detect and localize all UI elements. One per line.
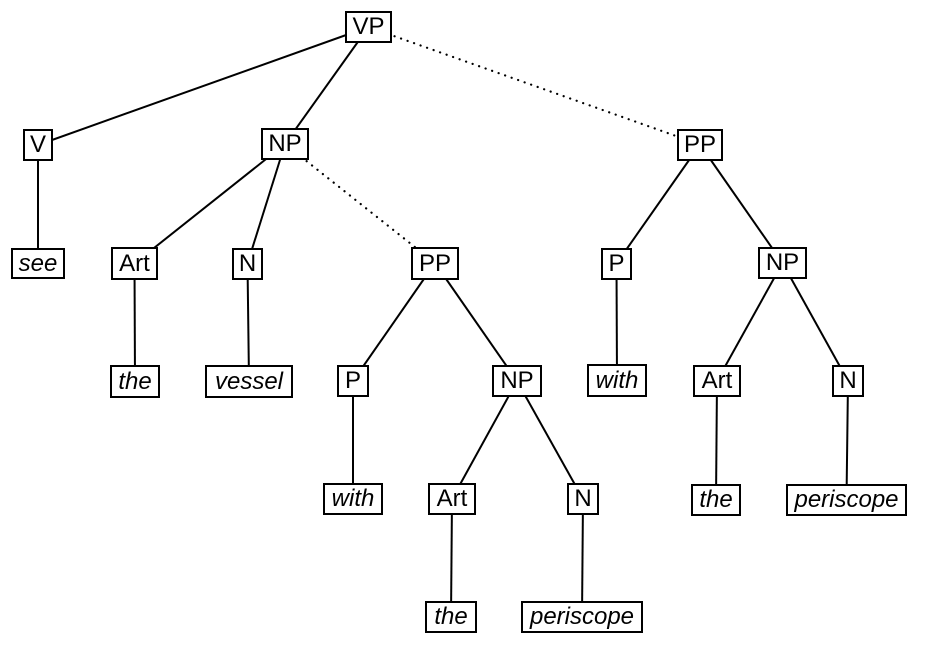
tree-leaf-periscope-mid: periscope	[521, 601, 643, 633]
edge-pp-right-p-right	[615, 143, 701, 265]
tree-node-np-right: NP	[758, 247, 807, 279]
tree-node-np-mid: NP	[492, 365, 542, 397]
tree-node-n-mid: N	[567, 483, 599, 515]
tree-node-art-main: Art	[111, 247, 158, 280]
tree-node-pp-mid: PP	[411, 247, 459, 280]
tree-leaf-with-right: with	[587, 364, 647, 397]
edge-vp-pp-right-dotted	[367, 25, 702, 146]
tree-node-np-main: NP	[261, 128, 309, 160]
edge-art-mid-the-mid	[450, 498, 453, 618]
edge-art-main-the-main	[133, 263, 136, 382]
tree-leaf-the-right: the	[691, 484, 741, 516]
edge-n-right-periscope-right	[845, 380, 849, 501]
tree-node-pp-right: PP	[677, 129, 723, 161]
edge-np-main-pp-mid-dotted	[283, 142, 437, 265]
edge-vp-np-main	[284, 26, 370, 145]
edge-np-mid-art-mid	[451, 380, 518, 500]
tree-node-p-right: P	[601, 248, 632, 280]
tree-leaf-see: see	[11, 248, 65, 279]
edge-n-main-vessel	[246, 263, 250, 382]
edge-p-right-with-right	[615, 263, 618, 382]
tree-node-art-right: Art	[693, 365, 741, 397]
tree-node-art-mid: Art	[428, 483, 476, 515]
tree-node-v: V	[23, 129, 53, 161]
tree-leaf-with-mid: with	[323, 483, 383, 515]
edge-pp-mid-np-mid	[434, 262, 518, 382]
edge-np-main-n-main	[246, 143, 286, 264]
tree-leaf-vessel: vessel	[205, 365, 293, 398]
tree-leaf-periscope-right: periscope	[786, 484, 907, 516]
edge-np-main-art-main	[133, 143, 286, 265]
edge-np-right-art-right	[716, 262, 784, 382]
edge-np-right-n-right	[781, 262, 849, 382]
edge-pp-right-np-right	[699, 143, 784, 264]
tree-node-vp: VP	[345, 11, 392, 43]
edge-art-right-the-right	[715, 380, 718, 501]
tree-node-n-right: N	[832, 365, 864, 397]
edge-pp-mid-p-mid	[352, 262, 436, 382]
tree-leaf-the-main: the	[110, 365, 160, 398]
tree-leaf-the-mid: the	[425, 601, 477, 633]
tree-node-p-mid: P	[337, 365, 369, 397]
edge-vp-v	[37, 26, 369, 146]
edge-np-mid-n-mid	[516, 380, 584, 500]
edge-n-mid-periscope-mid	[581, 498, 584, 618]
tree-node-n-main: N	[232, 248, 263, 280]
